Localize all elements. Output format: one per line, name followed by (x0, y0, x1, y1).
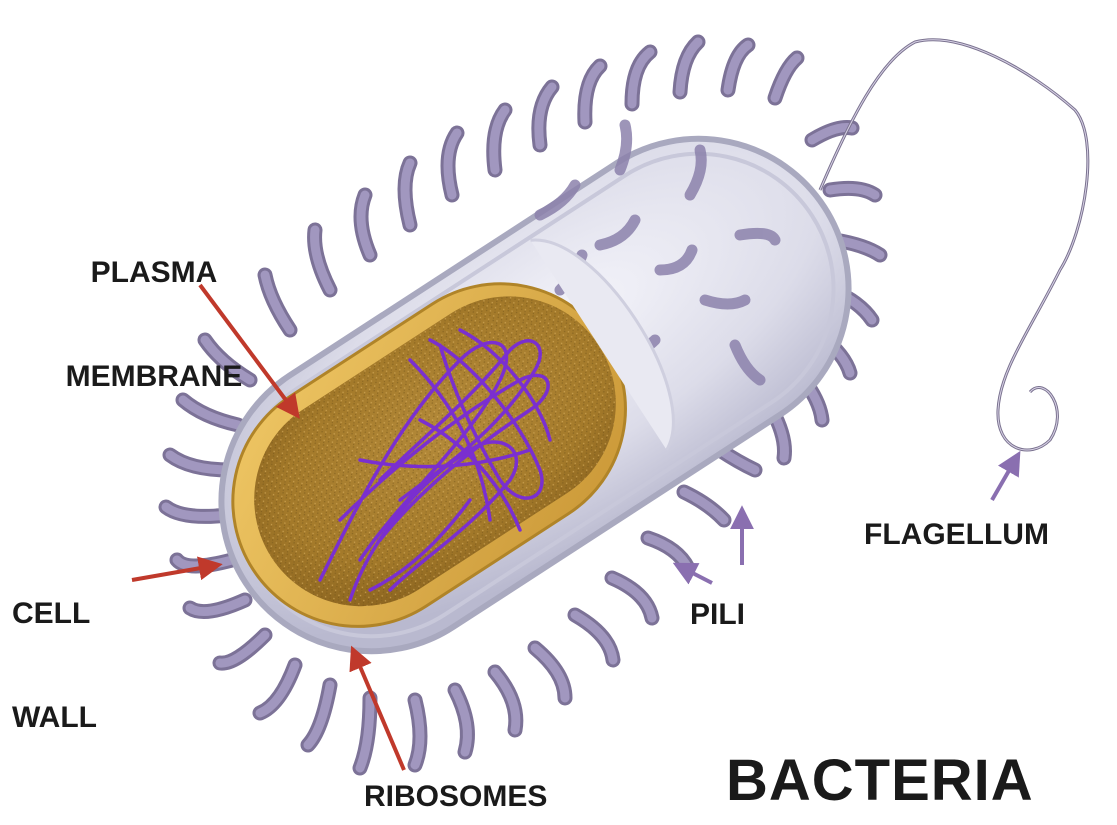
diagram-title: BACTERIA (726, 752, 1034, 810)
plasma-membrane-label-line1: PLASMA (36, 256, 272, 291)
plasma-membrane-label-line2: MEMBRANE (36, 360, 272, 395)
plasma-membrane-label: PLASMA MEMBRANE (36, 186, 272, 464)
ribosomes-label: RIBOSOMES (364, 780, 547, 815)
cell-wall-label: CELL WALL (12, 527, 97, 805)
cell-wall-label-line2: WALL (12, 701, 97, 736)
flagellum-arrow (992, 455, 1018, 500)
cell-wall-label-line1: CELL (12, 597, 97, 632)
pili-label: PILI (690, 598, 745, 633)
flagellum-label: FLAGELLUM (864, 518, 1049, 553)
